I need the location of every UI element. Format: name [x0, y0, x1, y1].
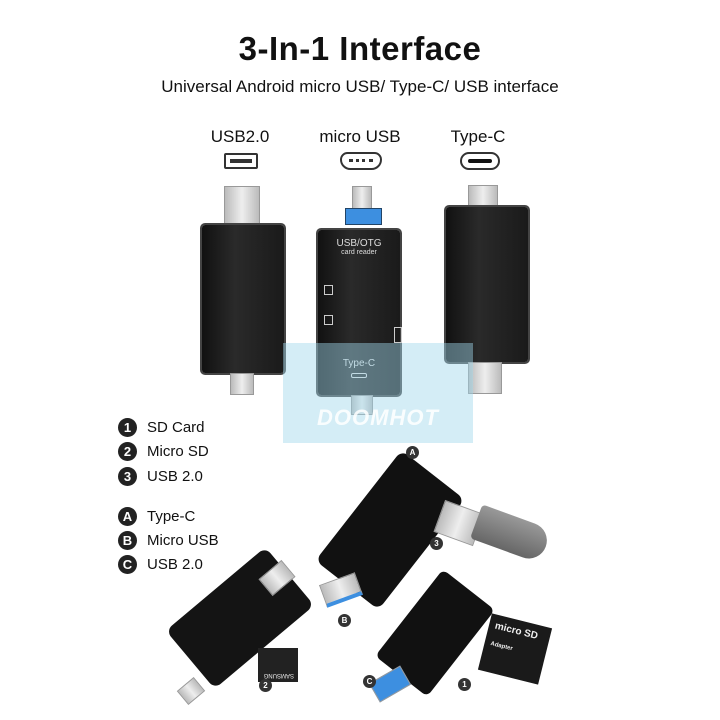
- legend-micro-usb: Micro USB: [147, 532, 219, 549]
- tf-slot-icon: [324, 315, 333, 325]
- microsd-brand: SAMSUNG: [263, 672, 294, 678]
- type-c-plug: [176, 677, 206, 705]
- legend-usb-2: USB 2.0: [147, 468, 203, 485]
- port-label-micro-usb: micro USB: [319, 127, 401, 146]
- marker-1-small: 1: [458, 678, 471, 691]
- device-label: USB/OTG: [336, 238, 382, 249]
- page-title: 3-In-1 Interface: [238, 30, 482, 67]
- marker-a: A: [118, 507, 137, 526]
- sd-adapter-label: micro SD: [493, 620, 539, 642]
- reader-device-front: USB/OTG card reader Type-C: [318, 230, 402, 395]
- marker-3: 3: [118, 467, 137, 486]
- marker-c-small: C: [363, 675, 376, 688]
- marker-2: 2: [118, 442, 137, 461]
- marker-b: B: [118, 531, 137, 550]
- micro-usb-plug: [468, 362, 502, 394]
- usb-flash-drive: [470, 504, 552, 564]
- type-c-plug: [351, 395, 373, 415]
- marker-3-small: 3: [430, 537, 443, 550]
- usb-a-port-icon: [224, 153, 258, 169]
- marker-1: 1: [118, 418, 137, 437]
- type-c-port-label: Type-C: [342, 358, 376, 369]
- usb-a-plug: [345, 208, 382, 225]
- micro-usb-plug: [319, 572, 363, 608]
- port-label-usb2: USB2.0: [210, 127, 270, 146]
- page-subtitle: Universal Android micro USB/ Type-C/ USB…: [161, 77, 559, 96]
- legend-type-c: Type-C: [147, 508, 196, 525]
- sd-slot-icon: [324, 285, 333, 295]
- legend-micro-sd: Micro SD: [147, 443, 209, 460]
- device-sublabel: card reader: [341, 249, 377, 256]
- reader-device-left: [202, 225, 284, 373]
- watermark-text: DOOMHOT: [317, 405, 439, 430]
- sd-adapter-side-label: Adapter: [489, 641, 514, 653]
- legend-sd-card: SD Card: [147, 419, 205, 436]
- marker-2-small: 2: [259, 679, 272, 692]
- reader-device-right: [446, 207, 528, 362]
- usb-slot-icon: [394, 327, 402, 343]
- watermark: [283, 343, 473, 443]
- type-c-plug: [468, 185, 498, 207]
- port-label-type-c: Type-C: [450, 127, 506, 146]
- marker-b-small: B: [338, 614, 351, 627]
- micro-usb-plug: [352, 186, 372, 210]
- microsd-card: SAMSUNG: [258, 648, 298, 682]
- legend-usb-2-plug: USB 2.0: [147, 556, 203, 573]
- type-c-plug: [230, 373, 254, 395]
- type-c-port-icon: [460, 152, 500, 170]
- marker-c: C: [118, 555, 137, 574]
- type-c-socket-icon: [351, 373, 367, 378]
- micro-usb-plug: [224, 186, 260, 226]
- marker-a-small: A: [406, 446, 419, 459]
- micro-usb-port-icon: [340, 152, 382, 170]
